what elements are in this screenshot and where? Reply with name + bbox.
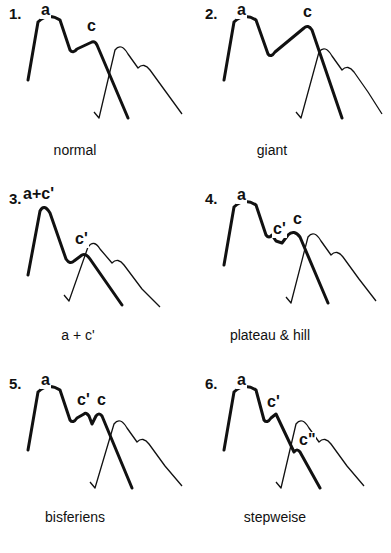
normal-waveform: [28, 16, 182, 118]
wave-label: c': [266, 394, 281, 411]
waveform-caption: giant: [256, 143, 288, 158]
panel-number: 4.: [204, 191, 219, 207]
bisferiens-waveform: [28, 386, 182, 488]
wave-label: a+c': [22, 186, 55, 203]
waveform-caption: a + c': [60, 328, 95, 343]
panel-number: 3.: [8, 191, 23, 207]
waveform-caption: normal: [53, 143, 98, 158]
wave-label: c': [76, 392, 91, 409]
a-c-waveform: [28, 207, 160, 307]
panel-number: 5.: [8, 376, 23, 392]
wave-label: c: [292, 211, 303, 228]
waveform-caption: stepweise: [243, 510, 307, 525]
waveform-caption: bisferiens: [44, 510, 106, 525]
waveform-caption: plateau & hill: [229, 328, 311, 343]
panel-number: 1.: [8, 6, 23, 22]
stepwise-waveform: [224, 386, 364, 488]
wave-label: c: [86, 18, 97, 35]
wave-label: a: [236, 2, 247, 19]
wave-label: c': [74, 231, 89, 248]
wave-label: a: [236, 372, 247, 389]
wave-label: c": [298, 432, 316, 449]
wave-label: a: [40, 2, 51, 19]
wave-label: a: [40, 372, 51, 389]
wave-label: a: [236, 187, 247, 204]
giant-waveform: [224, 16, 382, 118]
wave-label: c: [302, 4, 313, 21]
panel-number: 6.: [204, 376, 219, 392]
wave-label: c': [272, 221, 287, 238]
panel-number: 2.: [204, 6, 219, 22]
wave-label: c: [96, 392, 107, 409]
plateau-hill-waveform: [224, 201, 376, 303]
